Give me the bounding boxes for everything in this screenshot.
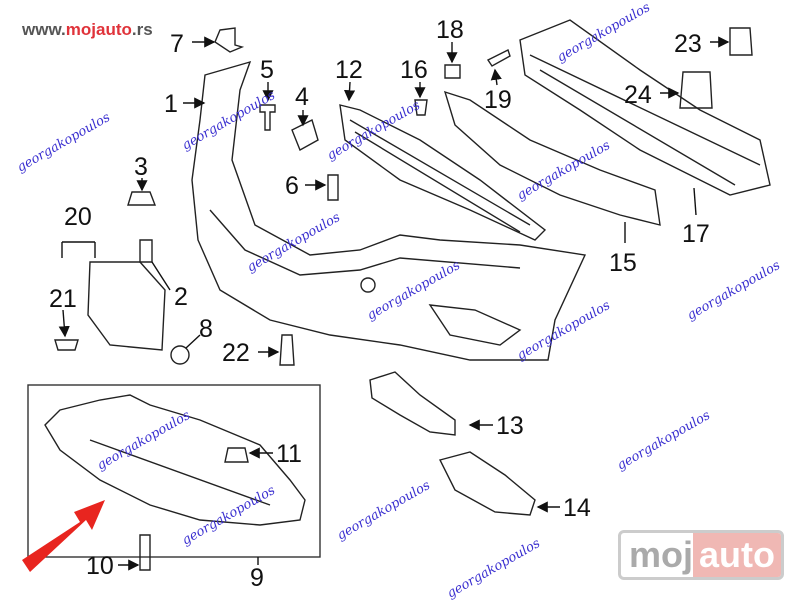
bolt-2 — [139, 239, 153, 263]
callout-24: 24 — [624, 81, 652, 109]
clip-22 — [279, 334, 295, 366]
site-url-suffix: .rs — [131, 20, 153, 39]
callout-18: 18 — [436, 16, 464, 44]
cap-24 — [679, 71, 713, 109]
clip-3 — [127, 191, 157, 206]
watermark-text: georgakopoulos — [555, 0, 654, 65]
bolt-18 — [444, 64, 461, 79]
under-cover — [44, 394, 306, 526]
red-pointer-arrow — [22, 500, 105, 572]
callout-2: 2 — [174, 283, 188, 311]
fog-bezel-14 — [438, 451, 536, 516]
callout-16: 16 — [400, 56, 428, 84]
under-cover-group-box — [27, 384, 321, 558]
bracket-4 — [291, 119, 319, 151]
callout-14: 14 — [563, 494, 591, 522]
callout-4: 4 — [295, 83, 309, 111]
nut-11 — [224, 447, 249, 463]
logo-left: moj — [629, 534, 694, 575]
watermark-text: georgakopoulos — [180, 483, 279, 549]
site-url-brand: mojauto — [65, 20, 132, 39]
bolt-6 — [327, 174, 339, 201]
bolt-10 — [139, 534, 151, 571]
callout-8: 8 — [199, 315, 213, 343]
callout-5: 5 — [260, 56, 274, 84]
watermarks: georgakopoulos georgakopoulos georgakopo… — [15, 0, 784, 600]
bracket — [87, 261, 166, 351]
callout-17: 17 — [682, 220, 710, 248]
sensor-23 — [729, 27, 753, 56]
watermark-text: georgakopoulos — [95, 408, 194, 474]
bumper-reinforcement — [519, 19, 771, 196]
watermark-text: georgakopoulos — [365, 258, 464, 324]
callout-12: 12 — [335, 56, 363, 84]
callout-6: 6 — [285, 172, 299, 200]
energy-absorber — [443, 90, 661, 226]
callout-9: 9 — [250, 564, 264, 592]
callout-19: 19 — [484, 86, 512, 114]
bolt-19 — [486, 49, 511, 67]
callout-23: 23 — [674, 30, 702, 58]
grille — [339, 104, 547, 241]
watermark-text: georgakopoulos — [15, 110, 114, 176]
callout-13: 13 — [496, 412, 524, 440]
screw-21 — [54, 339, 79, 351]
watermark-text: georgakopoulos — [685, 258, 784, 324]
part-drawings — [27, 19, 771, 571]
clip-7 — [214, 27, 245, 53]
callout-22: 22 — [222, 339, 250, 367]
bumper-cover — [191, 60, 587, 361]
leader-lines — [58, 36, 730, 571]
bolt-5 — [259, 104, 276, 131]
watermark-text: georgakopoulos — [180, 88, 279, 154]
watermark-text: georgakopoulos — [335, 478, 434, 544]
callout-11: 11 — [276, 440, 302, 468]
fog-bezel-13 — [369, 371, 456, 436]
callout-20: 20 — [64, 203, 92, 231]
watermark-text: georgakopoulos — [245, 210, 344, 276]
callout-21: 21 — [49, 285, 77, 313]
watermark-text: georgakopoulos — [445, 536, 544, 600]
callout-3: 3 — [134, 153, 148, 181]
site-url[interactable]: www.mojauto.rs — [22, 20, 153, 40]
callouts: 7 5 4 12 16 18 19 23 24 1 3 6 20 2 21 8 … — [49, 16, 710, 592]
watermark-text: georgakopoulos — [515, 298, 614, 364]
logo-right: auto — [693, 533, 781, 577]
callout-10: 10 — [86, 552, 114, 580]
watermark-text: georgakopoulos — [515, 138, 614, 204]
watermark-text: georgakopoulos — [615, 408, 714, 474]
callout-7: 7 — [170, 30, 184, 58]
callout-15: 15 — [609, 249, 637, 277]
bolt-16 — [414, 99, 428, 116]
plug-8 — [170, 345, 190, 365]
site-url-prefix: www. — [22, 20, 66, 39]
callout-1: 1 — [164, 90, 178, 118]
